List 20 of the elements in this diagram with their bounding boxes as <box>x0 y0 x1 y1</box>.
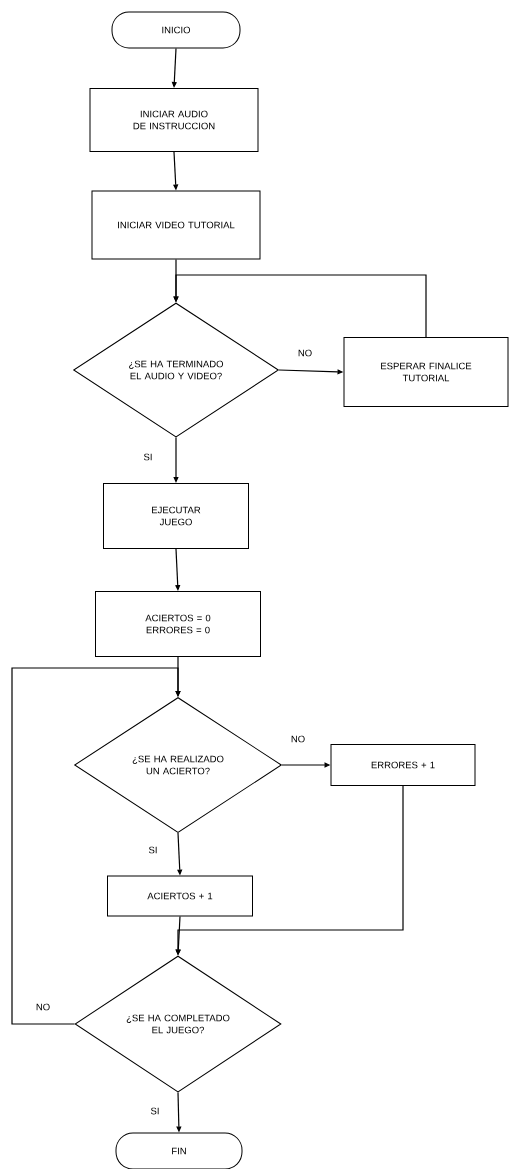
process-box: INICIAR VIDEO TUTORIAL <box>91 190 261 260</box>
process-box: EJECUTAR JUEGO <box>103 483 249 549</box>
terminal-box: INICIO <box>111 11 241 49</box>
arrow <box>11 667 181 1025</box>
process-box: INICIAR AUDIO DE INSTRUCCION <box>89 88 259 152</box>
edge-label: SI <box>149 1106 161 1116</box>
edge-label: NO <box>34 1002 52 1012</box>
process-box: ACIERTOS + 1 <box>107 875 253 917</box>
terminal-box: FIN <box>115 1132 243 1169</box>
process-box: ERRORES + 1 <box>330 744 476 786</box>
edge-label: NO <box>296 348 314 358</box>
arrow <box>171 47 177 88</box>
arrow <box>175 548 181 591</box>
edge-label: SI <box>147 845 159 855</box>
arrow <box>173 436 179 483</box>
edge-label: SI <box>142 452 154 462</box>
arrow <box>173 274 427 338</box>
process-box: ESPERAR FINALICE TUTORIAL <box>343 337 509 407</box>
edge-label: NO <box>289 734 307 744</box>
process-box: ACIERTOS = 0 ERRORES = 0 <box>95 591 261 657</box>
